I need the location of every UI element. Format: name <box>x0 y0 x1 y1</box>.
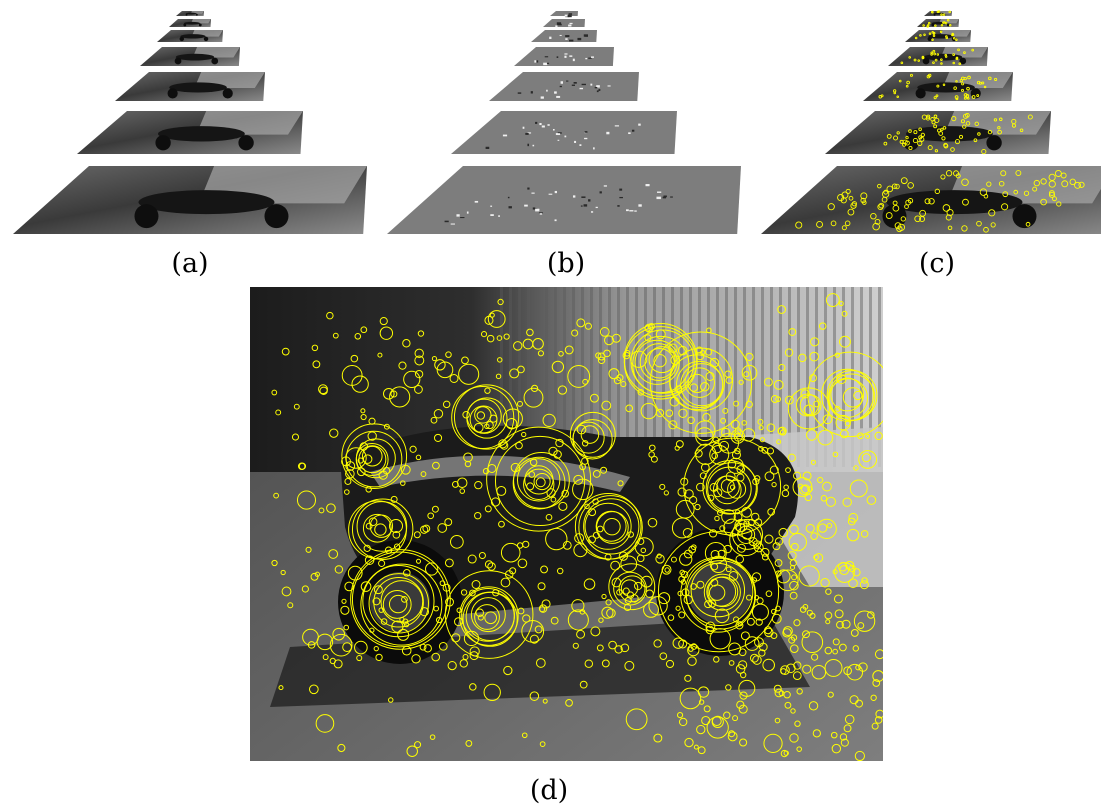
pyramid-level <box>924 10 952 16</box>
pyramid-level <box>157 30 223 42</box>
caption-b: (b) <box>546 248 586 279</box>
pyramid-level <box>550 11 578 18</box>
pyramid-level <box>514 47 614 66</box>
pyramid-level <box>115 72 265 101</box>
pyramid-level <box>169 19 211 27</box>
keypoint-image <box>250 287 883 761</box>
dog-pyramid <box>387 11 741 234</box>
pyramid-level <box>761 166 1101 234</box>
image-pyramid <box>13 11 367 234</box>
pyramid-level <box>531 30 597 42</box>
caption-d: (d) <box>529 775 569 806</box>
pyramid-level <box>13 166 367 234</box>
pyramid-level <box>888 47 988 66</box>
pyramid-level <box>825 111 1051 155</box>
keypoint-markers <box>271 293 883 761</box>
pyramid-level <box>77 111 303 154</box>
pyramid-level <box>387 166 741 234</box>
pyramid-level <box>863 72 1013 101</box>
pyramid-level <box>176 11 204 16</box>
pyramid-level <box>489 72 639 101</box>
pyramid-level <box>543 19 585 28</box>
pyramid-level <box>140 47 240 66</box>
pyramid-level <box>905 30 971 42</box>
caption-c: (c) <box>918 248 956 279</box>
pyramid-level <box>451 111 677 154</box>
keypoint-pyramid <box>761 10 1101 234</box>
pyramid-level <box>917 19 959 28</box>
caption-a: (a) <box>171 248 209 279</box>
